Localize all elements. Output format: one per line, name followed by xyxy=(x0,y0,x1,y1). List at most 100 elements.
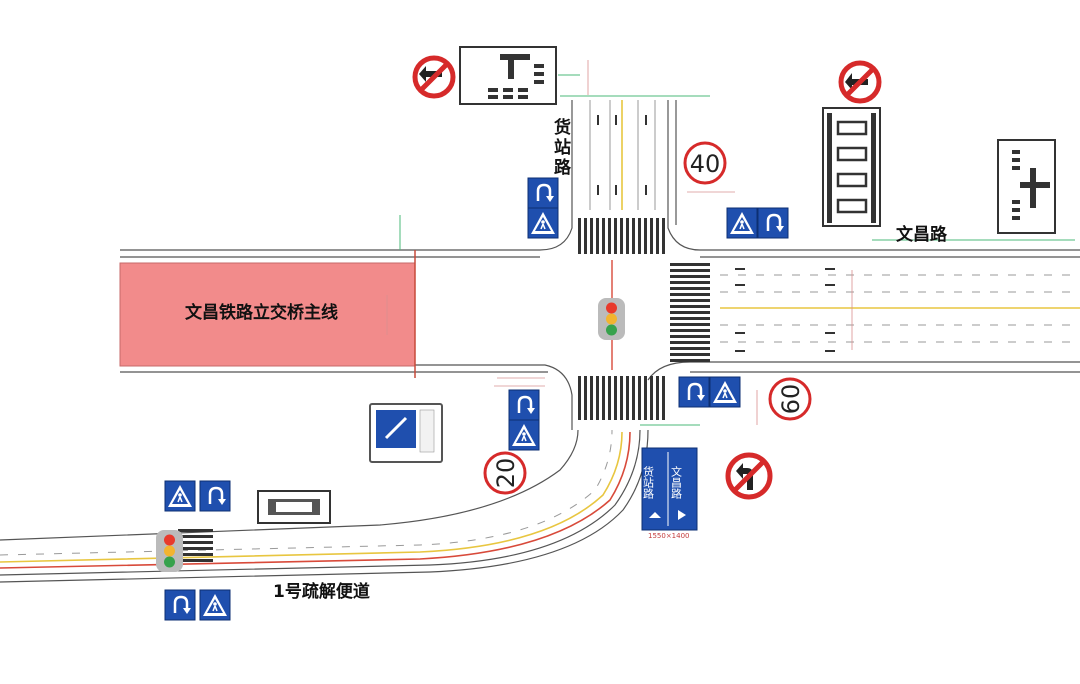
bridge-block xyxy=(119,262,416,367)
crosswalk-stripe xyxy=(578,218,581,254)
crosswalk-stripe xyxy=(608,218,611,254)
u-turn-icon xyxy=(164,589,196,621)
speed-limit-sign: 60 xyxy=(768,377,812,421)
pedestrian-crossing-icon xyxy=(199,589,231,621)
lane-guide-icon xyxy=(459,46,557,105)
crosswalk-stripe xyxy=(626,218,629,254)
crosswalk-stripe xyxy=(670,305,710,308)
crosswalk-stripe xyxy=(670,347,710,350)
crosswalk-stripe xyxy=(590,218,593,254)
guide-right-text: 文昌路 xyxy=(670,465,683,500)
lane-guide-icon xyxy=(822,107,881,227)
crosswalk-stripe xyxy=(632,376,635,420)
crosswalk-stripe xyxy=(178,559,213,562)
huozhan-road-label: 货站路 xyxy=(550,117,571,178)
crosswalk-stripe xyxy=(178,541,213,544)
crosswalk-stripe xyxy=(670,299,710,302)
crosswalk-north xyxy=(578,218,665,254)
crosswalk-stripe xyxy=(584,376,587,420)
no-left-turn-icon xyxy=(412,55,456,99)
guide-size-note: 1550×1400 xyxy=(648,532,690,540)
crosswalk-stripe xyxy=(670,281,710,284)
pedestrian-crossing-icon xyxy=(709,376,741,408)
crosswalk-stripe xyxy=(670,341,710,344)
crosswalk-detour xyxy=(178,529,213,562)
crosswalk-stripe xyxy=(620,376,623,420)
speed-limit-sign: 40 xyxy=(683,141,727,185)
crosswalk-stripe xyxy=(602,218,605,254)
crosswalk-stripe xyxy=(670,293,710,296)
crosswalk-stripe xyxy=(638,218,641,254)
crosswalk-stripe xyxy=(596,376,599,420)
crosswalk-stripe xyxy=(662,376,665,420)
crosswalk-stripe xyxy=(626,376,629,420)
crosswalk-stripe xyxy=(670,269,710,272)
crosswalk-stripe xyxy=(632,218,635,254)
pedestrian-crossing-icon xyxy=(527,207,559,239)
speed-limit-sign: 20 xyxy=(483,451,527,495)
crosswalk-stripe xyxy=(670,353,710,356)
crosswalk-stripe xyxy=(656,376,659,420)
no-left-turn-icon xyxy=(838,60,882,104)
crosswalk-stripe xyxy=(178,547,213,550)
crosswalk-stripe xyxy=(178,535,213,538)
crosswalk-stripe xyxy=(590,376,593,420)
crosswalk-south xyxy=(578,376,665,420)
crosswalk-stripe xyxy=(650,218,653,254)
traffic-light-icon xyxy=(156,530,183,572)
guide-left-text: 货站路 xyxy=(642,465,655,500)
crosswalk-stripe xyxy=(670,311,710,314)
crosswalk-stripe xyxy=(620,218,623,254)
pedestrian-crossing-icon xyxy=(164,480,196,512)
crosswalk-stripe xyxy=(578,376,581,420)
crosswalk-stripe xyxy=(614,376,617,420)
u-turn-icon xyxy=(508,389,540,421)
pedestrian-crossing-icon xyxy=(726,207,758,239)
crosswalk-stripe xyxy=(670,335,710,338)
bridge-mainline-label: 文昌铁路立交桥主线 xyxy=(185,302,338,323)
crosswalk-stripe xyxy=(614,218,617,254)
direction-guide-sign: 货站路 文昌路 1550×1400 xyxy=(641,447,698,540)
crosswalk-stripe xyxy=(638,376,641,420)
lane-change-sign xyxy=(369,403,443,463)
detour-road-label: 1号疏解便道 xyxy=(273,581,370,602)
u-turn-icon xyxy=(527,177,559,209)
crosswalk-stripe xyxy=(670,287,710,290)
blue-signs xyxy=(164,177,789,621)
crosswalk-stripe xyxy=(670,275,710,278)
crosswalk-stripe xyxy=(650,376,653,420)
crosswalk-stripe xyxy=(584,218,587,254)
crosswalk-stripe xyxy=(670,317,710,320)
centerlines xyxy=(0,100,1080,569)
lane-guide-icon xyxy=(997,139,1056,234)
crosswalk-east xyxy=(670,263,710,362)
wenchang-road-label: 文昌路 xyxy=(896,224,948,245)
speed-limit-north: 40 xyxy=(690,150,721,178)
lane-guide-icon xyxy=(257,490,331,524)
u-turn-icon xyxy=(757,207,789,239)
u-turn-icon xyxy=(199,480,231,512)
crosswalk-stripe xyxy=(644,218,647,254)
crosswalk-stripe xyxy=(670,263,710,266)
pedestrian-crossing-icon xyxy=(508,419,540,451)
crosswalk-stripe xyxy=(608,376,611,420)
crosswalk-stripe xyxy=(670,323,710,326)
u-turn-icon xyxy=(678,376,710,408)
lane-arrows xyxy=(597,115,835,352)
no-left-turn-icon xyxy=(725,452,773,500)
crosswalk-stripe xyxy=(596,218,599,254)
speed-limit-east: 60 xyxy=(777,384,805,415)
leader-lines xyxy=(399,74,1075,426)
crosswalk-stripe xyxy=(656,218,659,254)
crosswalk-stripe xyxy=(662,218,665,254)
crosswalk-stripe xyxy=(670,359,710,362)
crosswalk-stripe xyxy=(178,553,213,556)
crosswalk-stripe xyxy=(670,329,710,332)
lane-lines xyxy=(0,100,1080,556)
speed-limit-south: 20 xyxy=(492,458,520,489)
crosswalk-stripe xyxy=(644,376,647,420)
annotation-marks xyxy=(386,60,853,425)
crosswalk-stripe xyxy=(602,376,605,420)
crosswalk-stripe xyxy=(178,529,213,532)
